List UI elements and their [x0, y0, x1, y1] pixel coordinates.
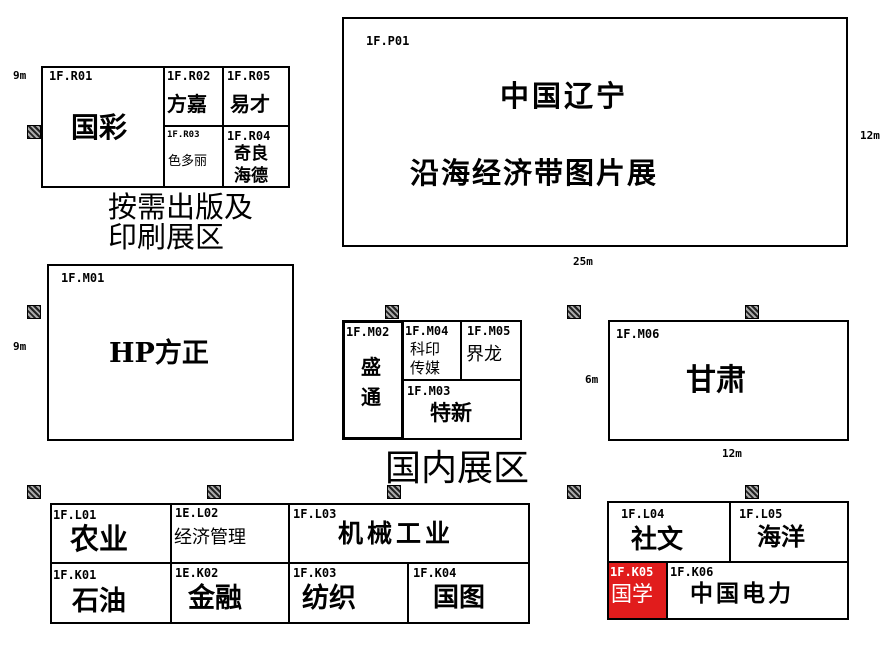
booth-l05[interactable]: 1F.L05 海洋	[729, 501, 849, 563]
pillar-marker	[27, 485, 41, 499]
booth-m04[interactable]: 1F.M04 科印 传媒	[402, 320, 462, 381]
booth-name: 国彩	[71, 111, 128, 144]
dimension-label: 12m	[722, 447, 742, 460]
pillar-marker	[745, 485, 759, 499]
booth-code: 1F.K03	[293, 566, 337, 580]
booth-name-line2: 海德	[234, 166, 268, 186]
booth-name: 经济管理	[174, 527, 246, 548]
booth-name-line1: 中国辽宁	[500, 79, 629, 113]
booth-code: 1F.L05	[739, 507, 783, 521]
booth-code: 1F.L04	[621, 507, 665, 521]
booth-name: 机械工业	[338, 519, 455, 548]
booth-r01[interactable]: 1F.R01 国彩	[41, 66, 165, 188]
booth-name-line1: 盛	[361, 355, 381, 379]
booth-m03[interactable]: 1F.M03 特新	[402, 379, 522, 440]
booth-code: 1F.K06	[670, 565, 714, 579]
booth-name: 国图	[433, 583, 486, 613]
booth-code: 1F.R03	[167, 130, 200, 140]
dimension-label: 6m	[585, 373, 599, 386]
booth-r05[interactable]: 1F.R05 易才	[222, 66, 290, 127]
zone-label-print: 按需出版及 印刷展区	[108, 192, 253, 253]
pillar-marker	[567, 485, 581, 499]
booth-name: 纺织	[302, 583, 356, 614]
booth-code: 1E.L02	[175, 506, 219, 520]
booth-code: 1F.R05	[227, 69, 271, 83]
booth-name-line2: 传媒	[410, 359, 441, 377]
booth-r04[interactable]: 1F.R04 奇良 海德	[222, 125, 290, 188]
pillar-marker	[27, 125, 41, 139]
booth-name: 易才	[230, 92, 270, 116]
dimension-label: 25m	[573, 255, 593, 268]
pillar-marker	[385, 305, 399, 319]
booth-l03[interactable]: 1F.L03 机械工业	[288, 503, 530, 564]
booth-name-line1: 奇良	[234, 144, 268, 164]
booth-code: 1F.L03	[293, 507, 337, 521]
booth-r03[interactable]: 1F.R03 色多丽	[163, 125, 224, 188]
booth-name: 中国电力	[690, 581, 794, 607]
booth-code: 1F.M05	[467, 324, 511, 338]
booth-name: 农业	[70, 522, 129, 556]
booth-name-line1: 科印	[410, 340, 441, 358]
booth-p01[interactable]: 1F.P01 中国辽宁 沿海经济带图片展	[342, 17, 848, 247]
zone-label-line: 按需出版及	[108, 190, 254, 224]
booth-code: 1F.M01	[61, 271, 105, 285]
pillar-marker	[567, 305, 581, 319]
booth-code: 1F.R04	[227, 129, 271, 143]
booth-m01[interactable]: 1F.M01 HP方正	[47, 264, 294, 441]
pillar-marker	[207, 485, 221, 499]
booth-name: HP方正	[109, 338, 209, 369]
booth-name-line2: 沿海经济带图片展	[410, 156, 659, 190]
booth-k05[interactable]: 1F.K05 国学	[607, 561, 668, 620]
booth-m05[interactable]: 1F.M05 界龙	[460, 320, 522, 381]
booth-name-line2: 通	[361, 385, 381, 409]
booth-code: 1F.K05	[610, 565, 654, 579]
booth-name: 色多丽	[168, 154, 208, 169]
booth-l02[interactable]: 1E.L02 经济管理	[170, 503, 290, 564]
booth-code: 1F.K01	[53, 568, 97, 582]
booth-code: 1F.K04	[413, 566, 457, 580]
booth-name: 石油	[72, 586, 126, 617]
booth-code: 1F.M02	[346, 325, 390, 339]
booth-name: 甘肃	[686, 363, 746, 398]
dimension-label: 9m	[13, 69, 27, 82]
booth-code: 1F.M06	[616, 327, 660, 341]
dimension-label: 12m	[860, 129, 880, 142]
booth-name: 国学	[611, 582, 653, 606]
dimension-label: 9m	[13, 340, 27, 353]
booth-r02[interactable]: 1F.R02 方嘉	[163, 66, 224, 127]
booth-k06[interactable]: 1F.K06 中国电力	[666, 561, 849, 620]
booth-name: 特新	[430, 401, 472, 425]
booth-name: 方嘉	[167, 92, 207, 116]
pillar-marker	[27, 305, 41, 319]
booth-name: 界龙	[466, 344, 502, 365]
booth-k03[interactable]: 1F.K03 纺织	[288, 562, 409, 624]
zone-label-domestic: 国内展区	[385, 448, 530, 489]
pillar-marker	[745, 305, 759, 319]
pillar-marker	[387, 485, 401, 499]
booth-code: 1F.M04	[405, 324, 449, 338]
booth-code: 1F.R01	[49, 69, 93, 83]
booth-k04[interactable]: 1F.K04 国图	[407, 562, 530, 624]
booth-l01[interactable]: 1F.L01 农业	[50, 503, 172, 564]
booth-m02[interactable]: 1F.M02 盛 通	[342, 320, 404, 440]
booth-code: 1F.M03	[407, 384, 451, 398]
booth-code: 1E.K02	[175, 566, 219, 580]
booth-name: 金融	[188, 583, 242, 614]
zone-label-line: 印刷展区	[108, 220, 225, 255]
booth-code: 1F.L01	[53, 508, 97, 522]
booth-code: 1F.P01	[366, 34, 410, 48]
booth-code: 1F.R02	[167, 69, 211, 83]
booth-k02[interactable]: 1E.K02 金融	[170, 562, 290, 624]
booth-l04[interactable]: 1F.L04 社文	[607, 501, 731, 563]
booth-m06[interactable]: 1F.M06 甘肃	[608, 320, 849, 441]
booth-k01[interactable]: 1F.K01 石油	[50, 562, 172, 624]
booth-name: 海洋	[757, 523, 805, 551]
booth-name: 社文	[631, 525, 684, 555]
